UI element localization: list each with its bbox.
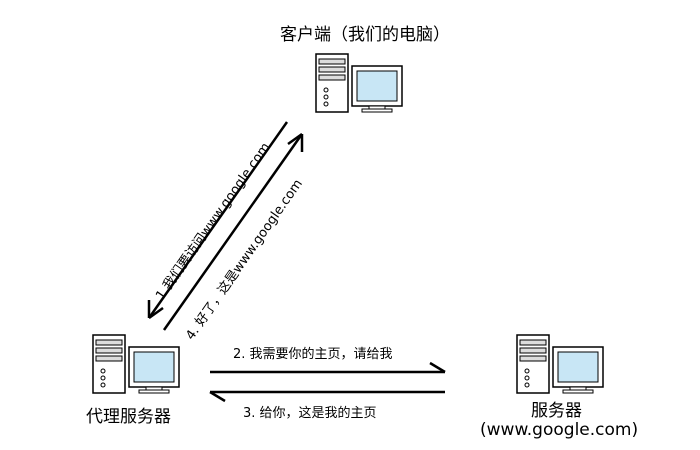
arrow-client-to-proxy	[147, 121, 289, 320]
arrow-proxy-to-server	[210, 361, 446, 374]
server-sublabel: (www.google.com)	[480, 420, 639, 440]
proxy-label: 代理服务器	[86, 407, 171, 427]
message-2: 2. 我需要你的主页，请给我	[233, 347, 393, 362]
proxy-computer-icon	[91, 333, 183, 397]
message-3: 3. 给你，这是我的主页	[243, 406, 377, 421]
client-computer-icon	[314, 52, 406, 116]
arrow-proxy-to-client	[162, 132, 304, 331]
server-label: 服务器	[531, 401, 582, 421]
client-label: 客户端（我们的电脑）	[280, 25, 450, 45]
arrow-server-to-proxy	[209, 390, 445, 403]
server-computer-icon	[515, 333, 607, 397]
